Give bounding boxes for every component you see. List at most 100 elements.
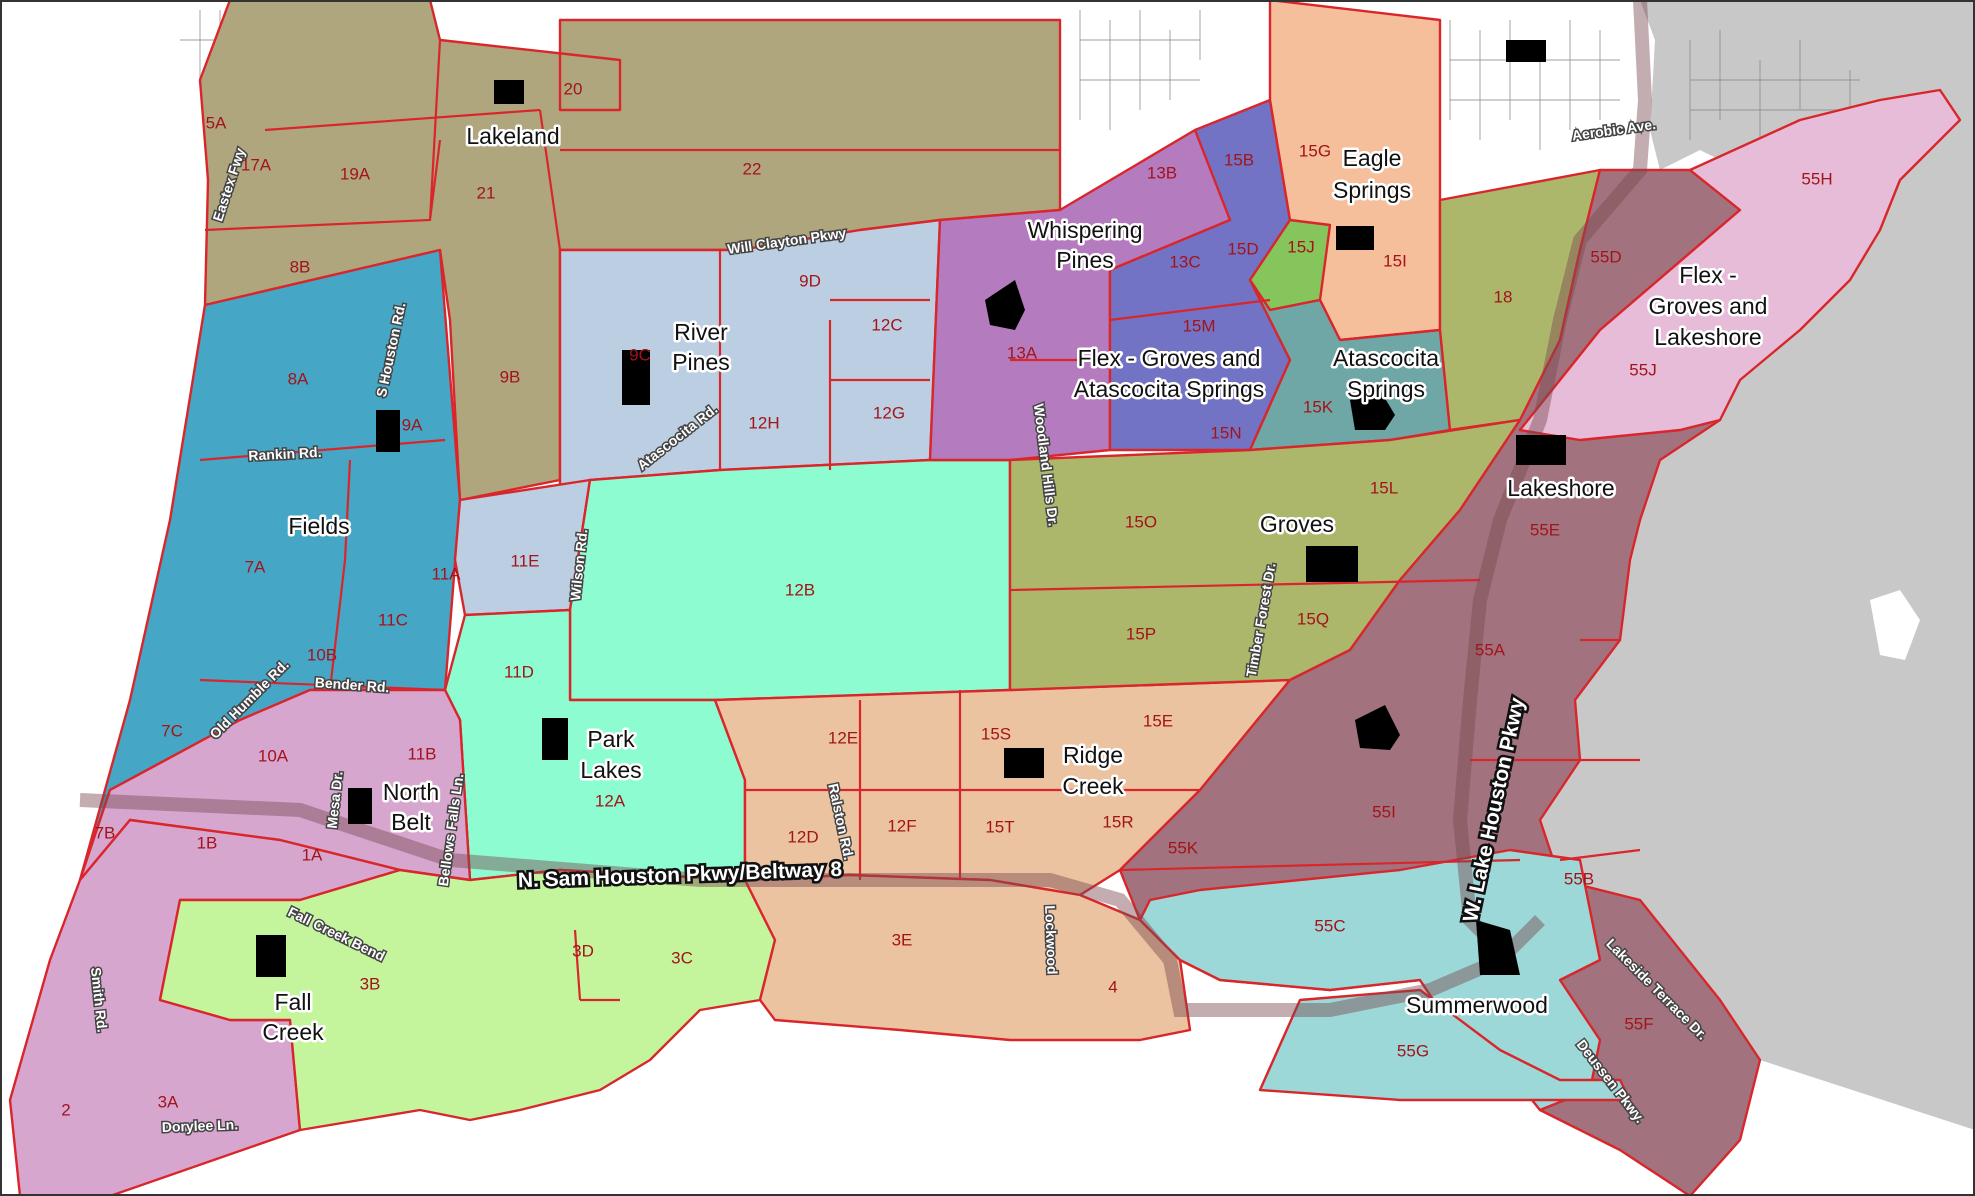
zone-label-13A: 13A [1007,343,1038,362]
area-north-belt: Belt [391,809,431,835]
zone-label-12F: 12F [887,816,916,835]
school-building-icon[interactable] [1506,40,1546,62]
zone-label-15D: 15D [1227,239,1258,258]
zone-label-11D: 11D [504,662,534,681]
area-ridge-creek: Creek [1062,773,1124,799]
zone-55g[interactable] [1258,988,1632,1102]
zone-label-7A: 7A [245,557,266,576]
school-building-icon[interactable] [1350,390,1395,430]
zone-label-15L: 15L [1370,478,1398,497]
subzone-boundaries [199,39,1641,1002]
school-building-icon[interactable] [256,935,286,977]
zone-label-9C: 9C [629,345,651,364]
school-building-icon[interactable] [348,788,372,824]
zone-label-9D: 9D [799,271,821,290]
zone-label-3D: 3D [572,941,594,960]
area-whispering-pines: Pines [1056,247,1114,273]
area-fields: Fields [288,513,349,539]
w-lake-houston-pkwy-road [1452,0,1653,965]
zone-label-3A: 3A [158,1092,179,1111]
zone-code-labels: 5A 17A 19A 20 21 22 8B 9B 8A 9A 7A 11C 1… [61,79,1832,1119]
zone-label-55K: 55K [1168,838,1199,857]
area-river-pines: River [674,319,728,345]
area-atascocita-springs: Atascocita [1333,345,1439,371]
zone-label-15M: 15M [1182,316,1215,335]
school-building-icon[interactable] [1336,226,1374,250]
zone-label-8B: 8B [290,257,311,276]
zone-label-13B: 13B [1147,163,1177,182]
school-building-icon[interactable] [622,350,650,405]
school-building-icon[interactable] [1476,920,1520,975]
zone-label-55D: 55D [1590,247,1621,266]
area-park-lakes: Park [587,726,635,752]
zone-label-12H: 12H [748,413,779,432]
school-building-icon[interactable] [1004,748,1044,778]
area-lakeshore: Lakeshore [1507,475,1614,501]
zone-label-10A: 10A [258,746,289,765]
school-building-icon[interactable] [985,280,1025,330]
road-label-rankin: Rankin Rd. [248,444,322,464]
zone-label-11C: 11C [378,610,408,629]
zone-label-3B: 3B [360,974,381,993]
zone-label-15I: 15I [1383,251,1407,270]
school-building-icon[interactable] [376,410,400,452]
area-flex-groves-lakeshore: Flex - [1679,262,1737,288]
zone-flex-groves-lakeshore[interactable] [1518,88,1962,442]
area-ridge-creek: Ridge [1063,742,1123,768]
zone-label-15E: 15E [1143,711,1173,730]
zone-label-12D: 12D [787,827,818,846]
zone-label-10B: 10B [307,645,337,664]
zone-fall-creek[interactable] [158,868,777,1132]
zone-polygons [8,0,1962,1196]
area-fall-creek: Creek [262,1019,324,1045]
zone-label-15T: 15T [985,817,1014,836]
area-flex-groves-atascocita: Atascocita Springs [1074,376,1264,402]
zone-river-pines[interactable] [558,218,942,492]
zone-label-17A: 17A [241,155,272,174]
area-lakeland: Lakeland [466,123,559,149]
area-flex-groves-lakeshore: Lakeshore [1654,324,1761,350]
lake-island [1870,590,1920,660]
zone-label-3E: 3E [892,930,913,949]
zone-label-55F: 55F [1624,1014,1653,1033]
zone-label-55C: 55C [1314,916,1345,935]
area-groves: Groves [1260,511,1334,537]
zone-label-15R: 15R [1102,812,1133,831]
zone-label-12E: 12E [828,728,858,747]
zone-label-15O: 15O [1125,512,1157,531]
zone-label-21: 21 [477,183,496,202]
zone-label-1A: 1A [302,845,323,864]
zone-label-15J: 15J [1287,237,1314,256]
school-building-icon[interactable] [542,718,568,760]
zone-label-18: 18 [1494,287,1513,306]
road-label-lockwood: Lockwood [1042,905,1060,975]
school-building-icon[interactable] [1516,435,1566,465]
zone-label-19A: 19A [340,164,371,183]
school-building-icon[interactable] [1306,546,1358,582]
school-markers [256,40,1566,977]
area-north-belt: North [383,779,439,805]
zone-label-55B: 55B [1564,869,1594,888]
area-summerwood: Summerwood [1406,992,1548,1018]
area-eagle-springs: Springs [1333,177,1411,203]
beltway-8-road [79,793,1545,1017]
school-building-icon[interactable] [1355,705,1400,750]
road-label-dorylee: Dorylee Ln. [162,1116,239,1135]
zone-3e-4[interactable] [743,873,1192,1042]
zone-label-2: 2 [61,1100,70,1119]
zone-label-15P: 15P [1126,624,1156,643]
area-flex-groves-lakeshore: Groves and [1649,293,1768,319]
zone-label-12A: 12A [595,791,626,810]
zone-label-13C: 13C [1169,252,1200,271]
area-atascocita-springs: Springs [1347,376,1425,402]
area-eagle-springs: Eagle [1343,145,1402,171]
area-whispering-pines: Whispering [1027,217,1142,243]
school-building-icon[interactable] [494,80,524,104]
zone-label-3C: 3C [671,948,693,967]
zone-label-9B: 9B [500,367,521,386]
zone-label-15Q: 15Q [1297,609,1329,628]
area-fall-creek: Fall [274,989,311,1015]
zone-label-5A: 5A [206,113,227,132]
